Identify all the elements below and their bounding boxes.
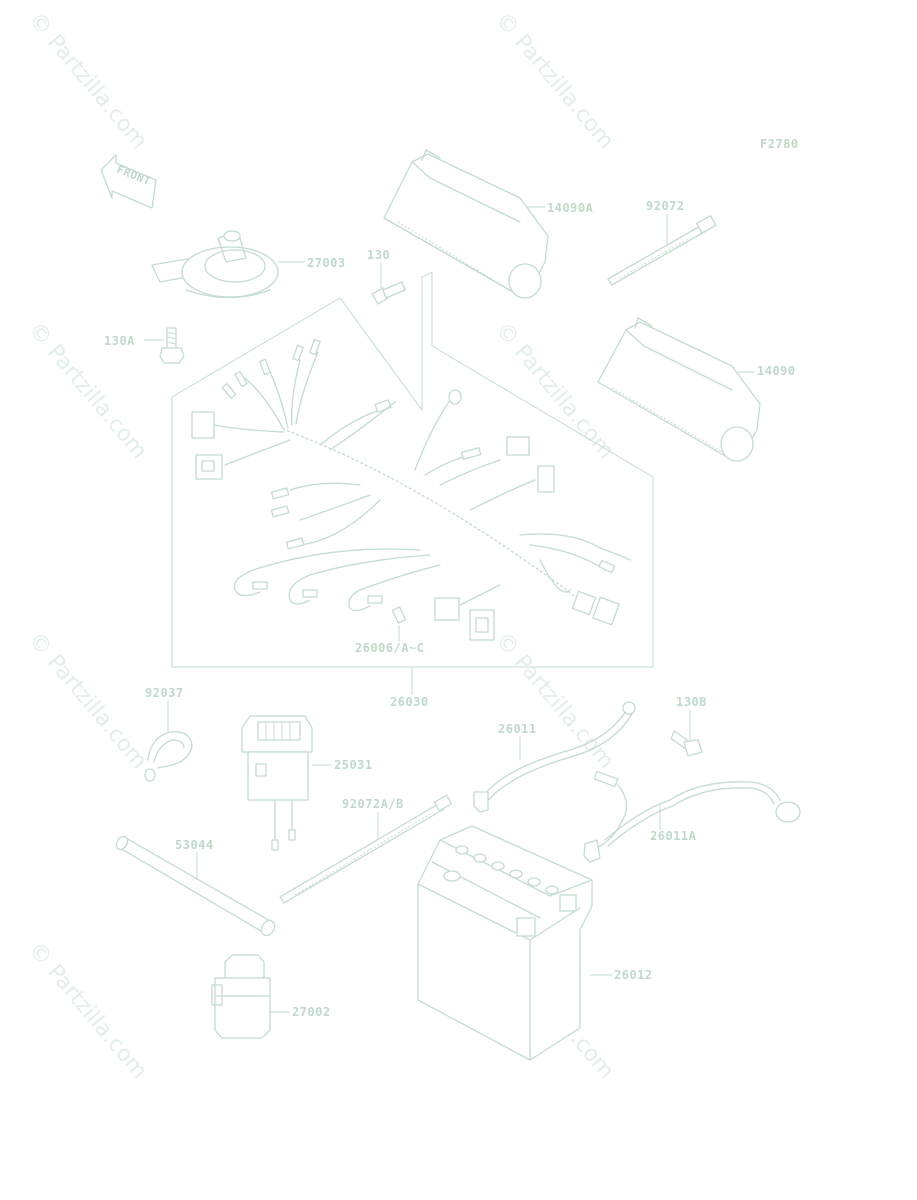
watermark-5: © Partzilla.com: [23, 628, 151, 774]
label-26030: 26030: [390, 695, 429, 709]
cable-tie-92072-part: [607, 215, 717, 286]
label-130: 130: [367, 248, 390, 262]
bolt-130b-part: [670, 730, 703, 757]
label-26011: 26011: [498, 722, 537, 736]
bolt-130a-part: [159, 327, 185, 364]
bolt-130-part: [371, 281, 406, 305]
label-25031: 25031: [334, 758, 373, 772]
label-14090a: 14090A: [547, 201, 594, 215]
cover-14090a-part: [383, 149, 549, 299]
figure-code: F2780: [760, 137, 799, 151]
watermark-1: © Partzilla.com: [23, 8, 151, 154]
cable-tie-92072ab-part: [279, 794, 453, 904]
label-53044: 53044: [175, 838, 214, 852]
wiring-harness-part: [191, 338, 631, 641]
label-130a: 130A: [104, 334, 135, 348]
watermark-2: © Partzilla.com: [490, 8, 618, 154]
clamp-92037-part: [144, 731, 193, 782]
horn-part: [151, 230, 279, 299]
label-26006: 26006/A~C: [355, 641, 425, 655]
tube-53044-part: [115, 835, 276, 937]
label-26012: 26012: [614, 968, 653, 982]
label-92037: 92037: [145, 686, 184, 700]
battery-cable-26011a-part: [583, 770, 801, 863]
relay-27002-part: [211, 954, 271, 1039]
relay-25031-part: [241, 715, 313, 851]
label-92072: 92072: [646, 199, 685, 213]
label-26011a: 26011A: [650, 829, 697, 843]
label-27002: 27002: [292, 1005, 331, 1019]
label-14090: 14090: [757, 364, 796, 378]
label-92072ab: 92072A/B: [342, 797, 404, 811]
front-arrow-icon: FRONT: [100, 154, 157, 209]
label-27003: 27003: [307, 256, 346, 270]
watermark-6: © Partzilla.com: [490, 628, 618, 774]
front-label: FRONT: [115, 163, 153, 188]
cover-14090-part: [597, 317, 761, 462]
battery-cable-26011-part: [473, 701, 636, 813]
label-130b: 130B: [676, 695, 707, 709]
battery-26012-part: [417, 825, 593, 1061]
watermark-7: © Partzilla.com: [23, 938, 151, 1084]
